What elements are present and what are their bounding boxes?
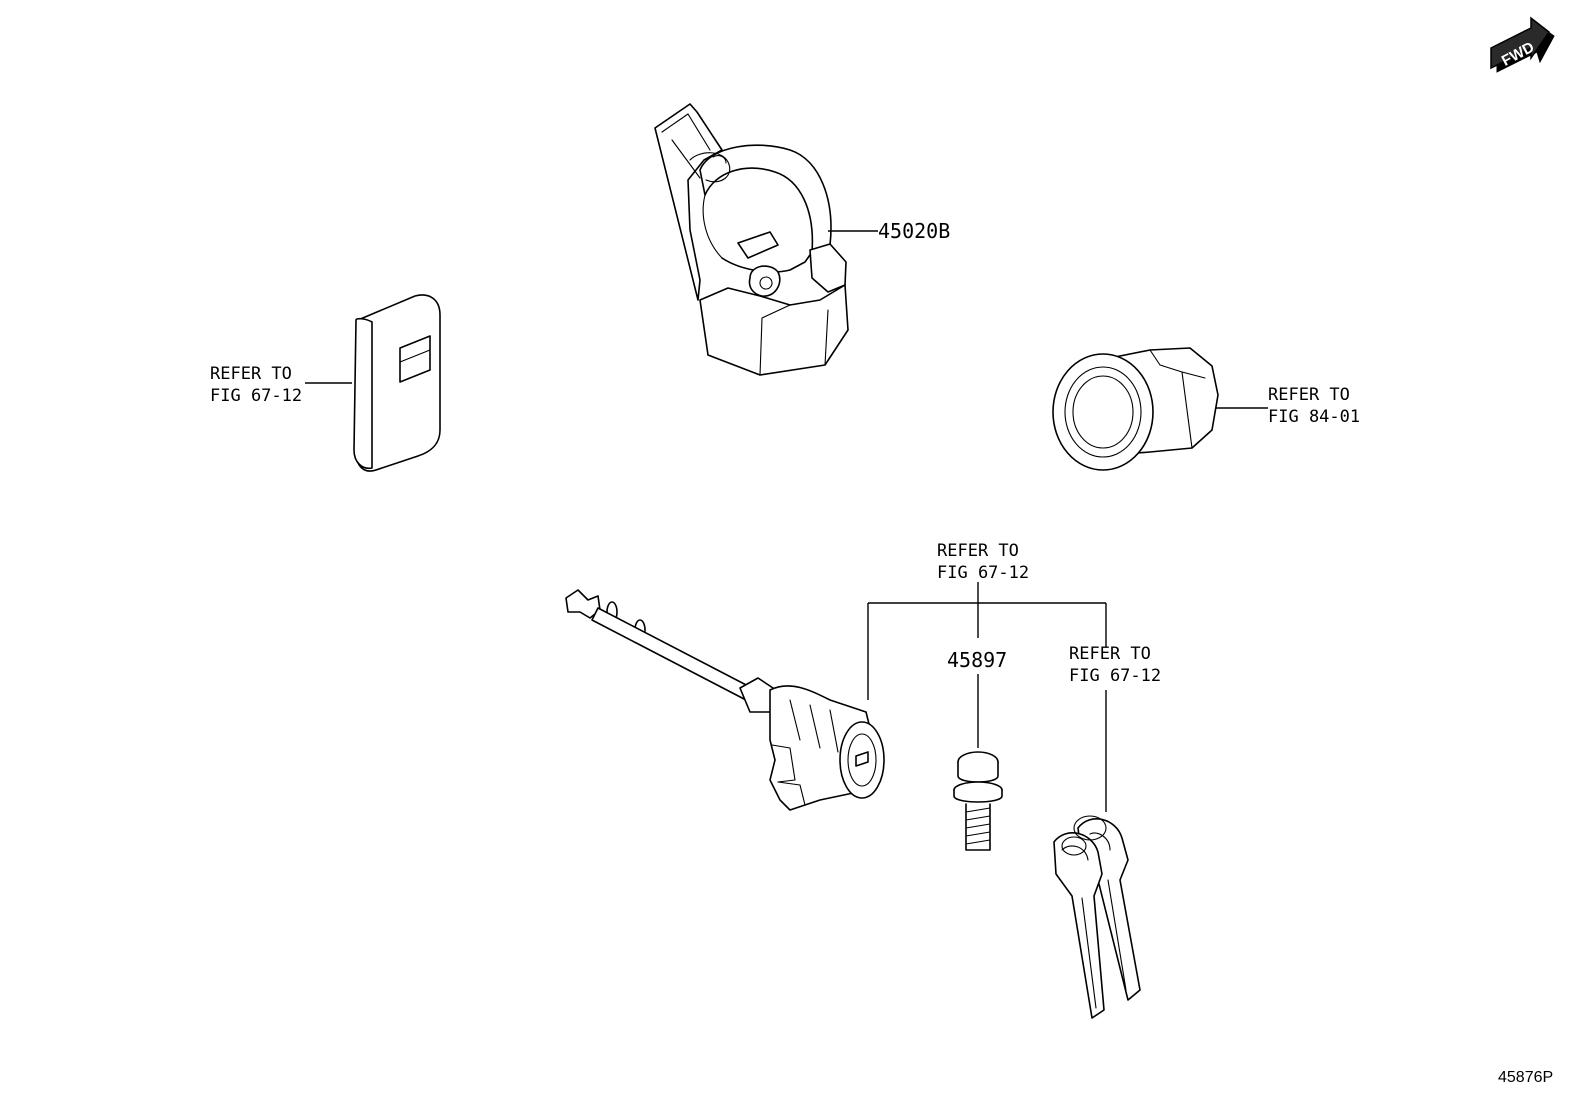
key-fob-refer-line2: FIG 67-12 (210, 386, 302, 406)
part-number-45897: 45897 (947, 648, 1007, 672)
lock-cylinder (565, 589, 885, 811)
part-number-45020b: 45020B (878, 219, 950, 243)
screw (953, 751, 1003, 851)
cylinder-group-bracket (867, 582, 1107, 700)
ignition-lock-switch (654, 103, 849, 376)
keys (1053, 815, 1141, 1019)
keys-refer-line1: REFER TO (1069, 644, 1151, 664)
cylinder-group-refer-line1: REFER TO (937, 541, 1019, 561)
cylinder-group-refer-line2: FIG 67-12 (937, 563, 1029, 583)
fwd-arrow-icon: FWD (1490, 16, 1555, 73)
keys-refer-line2: FIG 67-12 (1069, 666, 1161, 686)
diagram-id: 45876P (1498, 1069, 1553, 1086)
push-button-refer-line2: FIG 84-01 (1268, 407, 1360, 427)
key-fob-refer-line1: REFER TO (210, 364, 292, 384)
key-fob (353, 294, 441, 472)
push-start-button (1052, 347, 1219, 471)
push-button-refer-line1: REFER TO (1268, 385, 1350, 405)
